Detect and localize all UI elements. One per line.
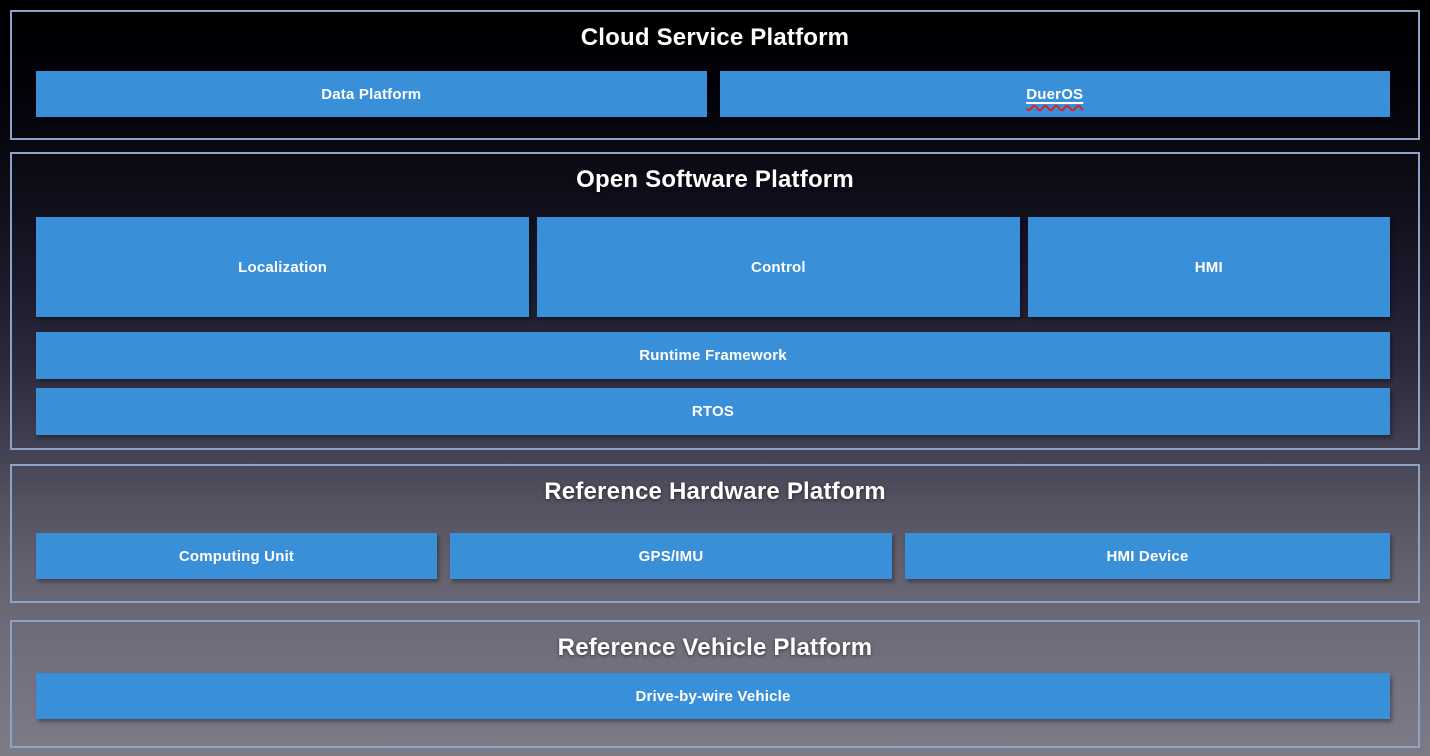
dueros-box: DuerOS xyxy=(719,71,1390,117)
runtime-framework-row: Runtime Framework xyxy=(36,332,1390,379)
cloud-box-row: Data Platform DuerOS xyxy=(36,71,1390,117)
gps-imu-label: GPS/IMU xyxy=(638,547,704,565)
gps-imu-box: GPS/IMU xyxy=(450,533,892,579)
hmi-box: HMI xyxy=(1027,217,1390,317)
hmi-device-box: HMI Device xyxy=(905,533,1390,579)
vehicle-box-row: Drive-by-wire Vehicle xyxy=(36,673,1390,719)
rtos-label: RTOS xyxy=(691,403,735,420)
computing-unit-box: Computing Unit xyxy=(36,533,437,579)
runtime-framework-label: Runtime Framework xyxy=(639,347,787,364)
spellcheck-underline: DuerOS xyxy=(1026,86,1083,103)
localization-box: Localization xyxy=(36,217,530,317)
software-modules-row: Localization Control HMI xyxy=(36,217,1390,317)
reference-vehicle-platform-panel: Reference Vehicle Platform Drive-by-wire… xyxy=(10,620,1420,748)
section-title-cloud-service-platform: Cloud Service Platform xyxy=(580,24,850,51)
drive-by-wire-vehicle-box: Drive-by-wire Vehicle xyxy=(36,673,1390,719)
hardware-box-row: Computing Unit GPS/IMU HMI Device xyxy=(36,533,1390,579)
drive-by-wire-vehicle-label: Drive-by-wire Vehicle xyxy=(635,687,791,705)
section-title-reference-vehicle-platform: Reference Vehicle Platform xyxy=(557,634,873,661)
computing-unit-label: Computing Unit xyxy=(178,547,295,565)
hmi-device-label: HMI Device xyxy=(1106,547,1189,565)
rtos-row: RTOS xyxy=(36,388,1390,435)
rtos-box: RTOS xyxy=(36,388,1390,435)
reference-hardware-platform-panel: Reference Hardware Platform Computing Un… xyxy=(10,464,1420,603)
data-platform-label: Data Platform xyxy=(321,85,422,103)
runtime-framework-box: Runtime Framework xyxy=(36,332,1390,379)
hmi-label: HMI xyxy=(1194,258,1223,276)
cloud-service-platform-panel: Cloud Service Platform Data Platform Due… xyxy=(10,10,1420,140)
section-title-open-software-platform: Open Software Platform xyxy=(576,166,854,193)
localization-label: Localization xyxy=(238,258,328,276)
dueros-label: DuerOS xyxy=(1026,85,1084,103)
open-software-platform-panel: Open Software Platform Localization Cont… xyxy=(10,152,1420,450)
control-box: Control xyxy=(537,217,1020,317)
section-title-reference-hardware-platform: Reference Hardware Platform xyxy=(544,478,886,505)
data-platform-box: Data Platform xyxy=(36,71,707,117)
control-label: Control xyxy=(751,258,806,276)
